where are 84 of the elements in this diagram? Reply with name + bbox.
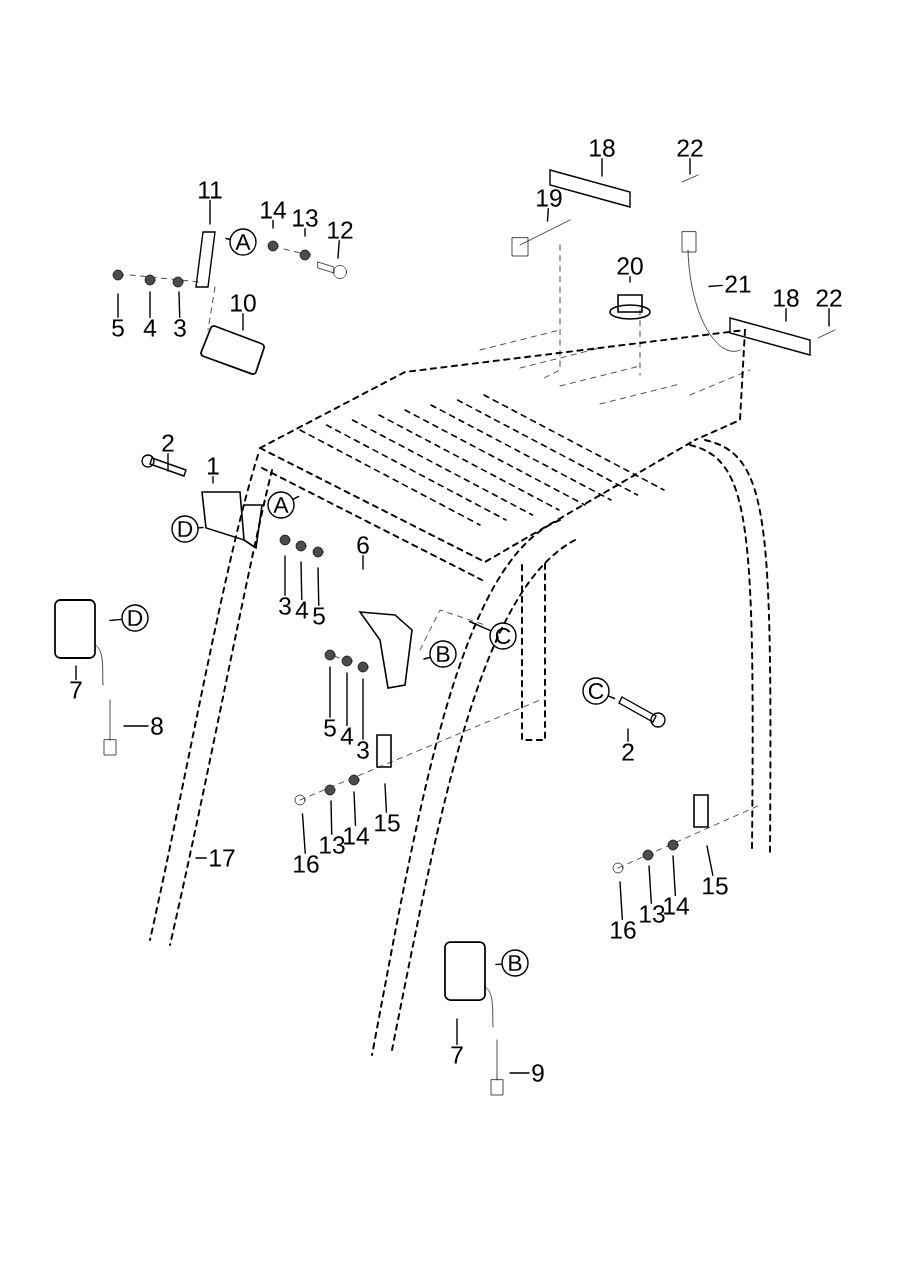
leader-line — [362, 555, 364, 570]
callout-number: 13 — [640, 905, 665, 923]
leader-line — [292, 495, 300, 500]
callout-number: 22 — [677, 139, 703, 157]
leader-line — [75, 665, 77, 681]
callout-number: 14 — [664, 897, 689, 915]
callout-number: 2 — [622, 743, 634, 761]
leader-line — [284, 555, 286, 596]
leader-line — [123, 725, 149, 727]
callout-number: 4 — [143, 319, 157, 337]
callout-number: 14 — [261, 201, 286, 219]
leader-line — [300, 561, 303, 601]
leader-line — [828, 308, 830, 327]
callout-number: 4 — [340, 727, 354, 745]
leader-line — [337, 240, 340, 259]
callout-number: 15 — [375, 814, 400, 832]
callout-number: 12 — [328, 221, 353, 239]
leader-line — [785, 308, 787, 322]
leader-line — [242, 313, 244, 331]
callout-number: 2 — [162, 434, 174, 452]
leader-line — [272, 219, 274, 229]
leader-line — [546, 208, 549, 222]
callout-number: 8 — [151, 717, 163, 735]
leader-line — [362, 678, 364, 740]
leader-line — [317, 567, 320, 606]
leader-line — [601, 158, 603, 177]
leader-line — [178, 291, 181, 318]
leader-line — [608, 695, 616, 700]
leader-line — [209, 199, 211, 225]
leader-line — [629, 276, 631, 283]
callout-number: 19 — [537, 189, 562, 207]
callout-number: 14 — [344, 827, 369, 845]
callout-number: 16 — [611, 921, 636, 939]
leader-line — [509, 1072, 530, 1074]
callout-number: 7 — [70, 681, 82, 699]
callout-number: 6 — [357, 536, 369, 554]
callout-number: 13 — [293, 209, 318, 227]
leader-line — [149, 291, 151, 319]
leader-line — [330, 800, 333, 835]
leader-line — [301, 813, 306, 854]
leader-line — [167, 453, 169, 472]
leader-line — [468, 620, 492, 632]
callout-number: 4 — [295, 601, 309, 619]
leader-line — [212, 475, 214, 484]
leader-line — [117, 293, 119, 318]
callout-number: 3 — [357, 741, 369, 759]
leader-line — [495, 963, 503, 966]
leader-line — [109, 618, 123, 622]
callout-number: 9 — [532, 1064, 544, 1082]
callout-number: 5 — [324, 719, 336, 737]
leader-line — [456, 1018, 458, 1046]
leader-line — [619, 881, 624, 920]
callout-number: 21 — [725, 275, 751, 293]
callout-number: 15 — [703, 877, 728, 895]
callout-number: 22 — [816, 289, 842, 307]
callout-number: 1 — [208, 457, 219, 475]
callout-number: 13 — [320, 836, 345, 854]
callout-number: 11 — [199, 181, 222, 199]
leader-line — [197, 526, 204, 529]
callout-number: 20 — [617, 257, 643, 275]
leader-line — [384, 783, 388, 813]
leader-line — [195, 857, 207, 859]
leader-line — [689, 158, 691, 175]
leader-line — [706, 845, 714, 876]
callout-number: 18 — [774, 289, 799, 307]
callout-number: 3 — [174, 319, 186, 337]
leader-line — [708, 284, 723, 288]
leader-line — [304, 228, 306, 237]
leader-line — [627, 728, 629, 742]
leader-line — [329, 666, 331, 718]
callout-number: 5 — [112, 319, 124, 337]
leader-line — [672, 855, 677, 897]
callout-number: 16 — [294, 855, 319, 873]
callout-number: 18 — [590, 139, 615, 157]
leader-line — [225, 237, 231, 240]
callout-number: 10 — [231, 294, 256, 312]
callout-number: 3 — [279, 597, 291, 615]
callout-number: 5 — [313, 607, 325, 625]
callout-number: 7 — [451, 1046, 463, 1064]
leader-line — [346, 672, 348, 727]
leader-line — [353, 791, 357, 827]
callout-number: 17 — [210, 849, 235, 867]
leader-line — [423, 656, 431, 660]
leader-line — [648, 865, 653, 904]
